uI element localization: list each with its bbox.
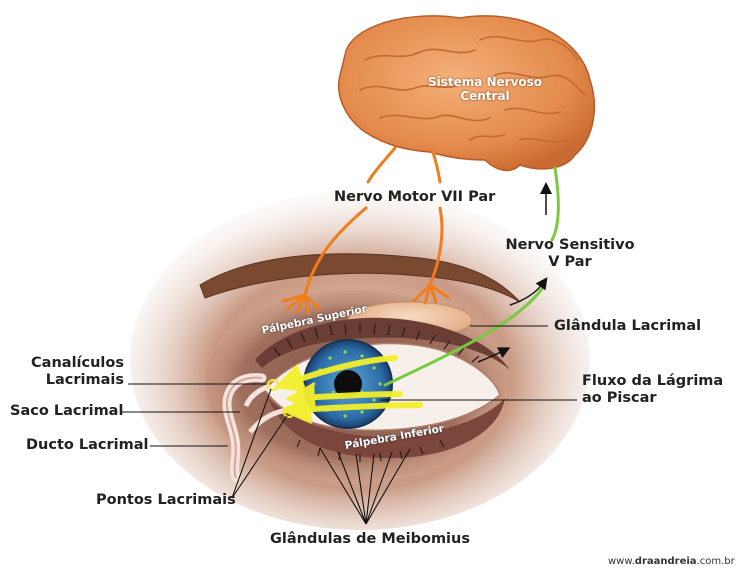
sensory-nerve-label-line2: V Par [500,254,640,271]
tear-flow-label-line2: ao Piscar [582,390,723,407]
brain-label-line2: Central [420,89,550,103]
tear-flow-label-line1: Fluxo da Lágrima [582,373,723,390]
tear-flow-label: Fluxo da Lágrima ao Piscar [582,373,723,407]
lacrimal-duct-label: Ducto Lacrimal [26,437,149,454]
credit-prefix: www. [608,556,635,567]
credit-domain: draandreia [635,556,697,567]
lacrimal-gland-label: Glândula Lacrimal [554,318,701,335]
lacrimal-sac-label: Saco Lacrimal [10,403,123,420]
brain-label-line1: Sistema Nervoso [420,75,550,89]
brain-label: Sistema Nervoso Central [420,75,550,103]
puncta-label: Pontos Lacrimais [96,492,236,509]
meibomian-glands-label: Glândulas de Meibomius [270,531,470,548]
canaliculi-label: Canalículos Lacrimais [14,355,124,389]
website-credit: www.draandreia.com.br [608,556,735,567]
motor-nerve-label: Nervo Motor VII Par [334,189,495,206]
canaliculi-label-line1: Canalículos [14,355,124,372]
sensory-nerve-label-line1: Nervo Sensitivo [500,237,640,254]
credit-suffix: .com.br [697,556,735,567]
sensory-nerve-label: Nervo Sensitivo V Par [500,237,640,271]
canaliculi-label-line2: Lacrimais [14,372,124,389]
